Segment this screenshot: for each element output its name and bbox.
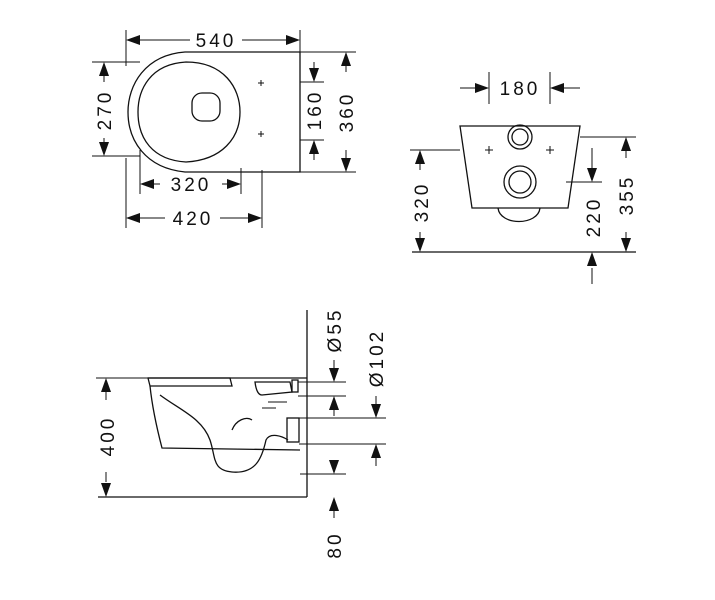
flush-inlet-cap bbox=[291, 379, 299, 393]
arrow-d55-top bbox=[329, 368, 339, 382]
seat-rim bbox=[147, 377, 233, 387]
arrow-270-bottom bbox=[99, 142, 109, 156]
arrow-400-top bbox=[101, 378, 111, 392]
outlet-outer-circle bbox=[503, 165, 537, 199]
inlet-outer-circle bbox=[507, 124, 533, 150]
arrow-320-right bbox=[227, 179, 241, 189]
drain-opening bbox=[191, 92, 221, 122]
arrow-355-top bbox=[621, 137, 631, 151]
dim-label-220: 220 bbox=[584, 197, 605, 238]
arrow-d55-bottom bbox=[329, 396, 339, 410]
arrow-d102-top bbox=[371, 404, 381, 418]
dim-label-180: 180 bbox=[500, 79, 541, 100]
arrow-270-top bbox=[99, 62, 109, 76]
side-view: 400 Ø55 Ø102 80 bbox=[96, 308, 388, 559]
dim-label-80: 80 bbox=[325, 531, 346, 558]
dim-label-360: 360 bbox=[337, 92, 358, 133]
dim-label-270: 270 bbox=[95, 90, 116, 131]
outlet-connector bbox=[286, 417, 300, 443]
bowl-outline bbox=[127, 51, 301, 173]
arrow-d102-bottom bbox=[371, 444, 381, 458]
arrow-320-left bbox=[140, 179, 154, 189]
dim-label-d102: Ø102 bbox=[367, 329, 388, 387]
arrow-320v-bottom bbox=[415, 238, 425, 252]
bowl-outer-profile bbox=[149, 385, 301, 451]
front-body-outline bbox=[459, 125, 581, 209]
arrow-540-right bbox=[286, 35, 300, 45]
trap-lower bbox=[231, 417, 253, 431]
bowl-inner-rim bbox=[137, 61, 241, 163]
arrow-320v-top bbox=[415, 150, 425, 164]
arrow-420-right bbox=[248, 213, 262, 223]
dim-label-420: 420 bbox=[173, 209, 214, 230]
dim-label-320-top: 320 bbox=[171, 175, 212, 196]
arrow-540-left bbox=[126, 35, 140, 45]
arrow-355-bottom bbox=[621, 238, 631, 252]
dim-label-160: 160 bbox=[305, 90, 326, 131]
arrow-160-bottom bbox=[309, 140, 319, 154]
dim-label-320-front: 320 bbox=[412, 182, 433, 223]
arrow-80-top bbox=[329, 460, 339, 474]
dim-label-d55: Ø55 bbox=[325, 308, 346, 353]
arrow-80-bottom bbox=[329, 497, 339, 511]
flush-connector bbox=[254, 381, 293, 396]
outlet-inner-circle bbox=[508, 170, 532, 194]
arrow-420-left bbox=[126, 213, 140, 223]
arrow-180-right bbox=[550, 83, 564, 93]
dim-label-540: 540 bbox=[196, 31, 237, 52]
arrow-400-bottom bbox=[101, 483, 111, 497]
arrow-360-bottom bbox=[341, 158, 351, 172]
bowl-inner-trap bbox=[159, 394, 289, 473]
dim-label-400: 400 bbox=[98, 416, 119, 457]
top-view: 540 270 160 360 320 bbox=[92, 30, 358, 230]
arrow-220-top bbox=[587, 168, 597, 182]
front-view: 180 320 220 355 bbox=[410, 72, 638, 284]
arrow-160-top bbox=[309, 68, 319, 82]
arrow-360-top bbox=[341, 52, 351, 66]
arrow-180-left bbox=[475, 83, 489, 93]
dim-label-355: 355 bbox=[617, 175, 638, 216]
front-bottom-bulge bbox=[497, 207, 541, 222]
inlet-inner-circle bbox=[511, 128, 529, 146]
arrow-220-bottom bbox=[587, 252, 597, 266]
